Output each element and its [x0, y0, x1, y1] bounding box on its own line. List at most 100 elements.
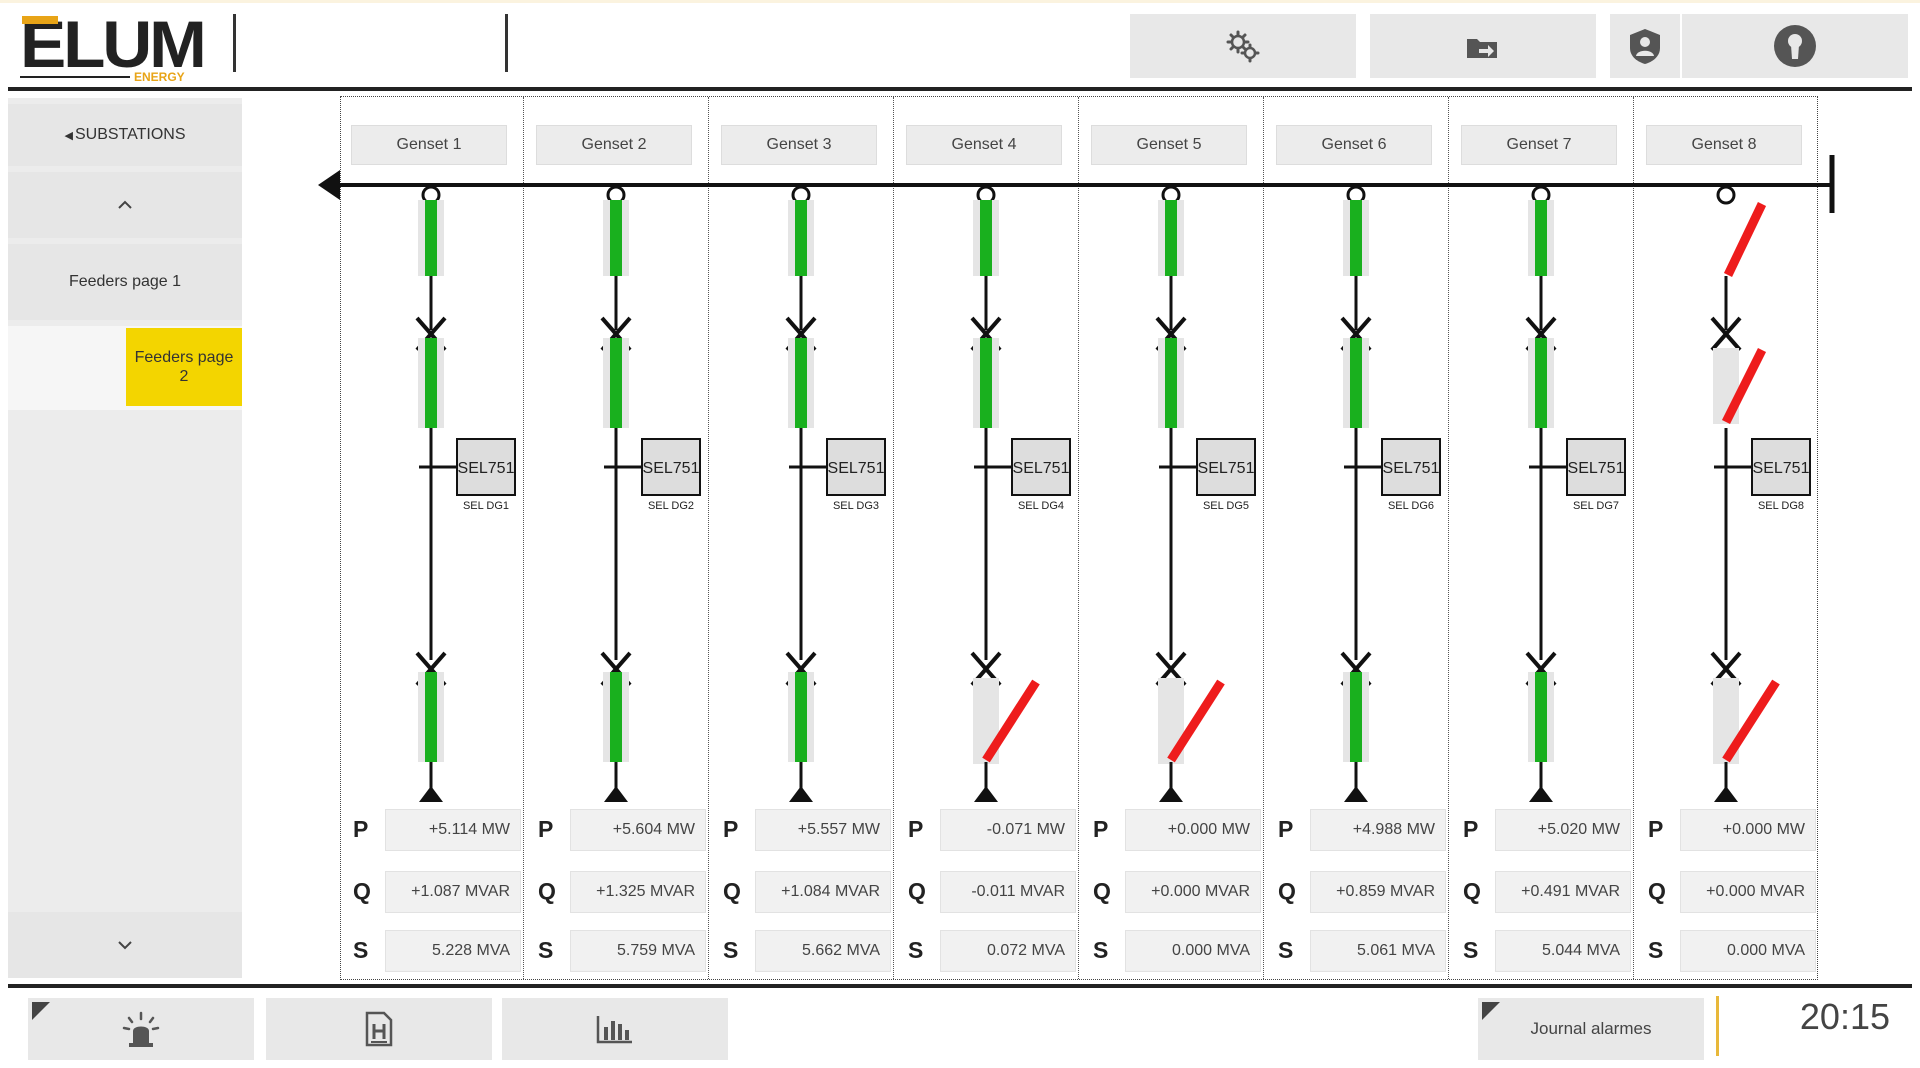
- elum-logo: ELUM ENERGY: [20, 8, 207, 84]
- breaker-closed: [795, 338, 807, 428]
- journal-alarms-button[interactable]: Journal alarmes: [1478, 998, 1704, 1060]
- s-label: S: [1648, 937, 1664, 963]
- column-divider: [893, 97, 894, 979]
- terminal-arrow-icon: [1344, 786, 1368, 802]
- p-value: +0.000 MW: [1680, 809, 1816, 851]
- export-button[interactable]: [1370, 14, 1596, 78]
- footer-rule: [8, 984, 1912, 988]
- p-value: +5.114 MW: [385, 809, 521, 851]
- relay-label: SEL751: [643, 460, 700, 477]
- report-button[interactable]: [266, 998, 492, 1060]
- s-value: 0.000 MVA: [1125, 930, 1261, 972]
- breaker-closed: [1165, 338, 1177, 428]
- genset-6-button[interactable]: Genset 6: [1276, 125, 1432, 165]
- logo-underline: [20, 76, 130, 78]
- s-label: S: [1093, 937, 1109, 963]
- relay-label: SEL751: [1568, 460, 1625, 477]
- s-value: 5.228 MVA: [385, 930, 521, 972]
- relay-tag: SEL DG5: [1203, 500, 1249, 512]
- chevron-up-icon: [118, 200, 132, 209]
- genset-2-button[interactable]: Genset 2: [536, 125, 692, 165]
- p-label: P: [1463, 816, 1479, 842]
- breaker-closed: [795, 672, 807, 762]
- relay-tag: SEL DG1: [463, 500, 509, 512]
- s-label: S: [908, 937, 924, 963]
- column-divider: [1263, 97, 1264, 979]
- genset-3-button[interactable]: Genset 3: [721, 125, 877, 165]
- relay-label: SEL751: [828, 460, 885, 477]
- relay-box: [641, 438, 701, 496]
- switch-open: [1723, 202, 1767, 277]
- alarm-button[interactable]: [28, 998, 254, 1060]
- scroll-down-button[interactable]: [8, 912, 242, 978]
- settings-button[interactable]: [1130, 14, 1356, 78]
- breaker-open: [1721, 347, 1767, 425]
- substations-label: SUBSTATIONS: [74, 126, 186, 143]
- q-value: +1.087 MVAR: [385, 871, 521, 913]
- genset-7-button[interactable]: Genset 7: [1461, 125, 1617, 165]
- scroll-up-button[interactable]: [8, 172, 242, 238]
- single-line-diagram: Genset 1 Genset 2 Genset 3 Genset 4 Gens…: [340, 96, 1818, 980]
- genset-5-button[interactable]: Genset 5: [1091, 125, 1247, 165]
- corner-marker: [32, 1002, 50, 1020]
- user-shield-icon: [1630, 29, 1660, 64]
- p-value: +5.020 MW: [1495, 809, 1631, 851]
- caret-left-icon: ◀: [64, 129, 73, 142]
- s-label: S: [353, 937, 369, 963]
- genset-8-button[interactable]: Genset 8: [1646, 125, 1802, 165]
- p-label: P: [1278, 816, 1294, 842]
- substations-back-button[interactable]: ◀ SUBSTATIONS: [8, 104, 242, 166]
- breaker-closed: [425, 672, 437, 762]
- breaker-closed: [1350, 672, 1362, 762]
- relay-box: [456, 438, 516, 496]
- p-value: +0.000 MW: [1125, 809, 1261, 851]
- terminal-arrow-icon: [419, 786, 443, 802]
- terminal-arrow-icon: [1714, 786, 1738, 802]
- account-button[interactable]: [1682, 14, 1908, 78]
- relay-box: [826, 438, 886, 496]
- breaker-closed: [1535, 672, 1547, 762]
- breaker-open: [982, 679, 1040, 763]
- relay-tag: SEL DG3: [833, 500, 879, 512]
- genset-4-button[interactable]: Genset 4: [906, 125, 1062, 165]
- q-value: +0.491 MVAR: [1495, 871, 1631, 913]
- q-label: Q: [1648, 878, 1666, 904]
- journal-alarms-label: Journal alarmes: [1530, 1019, 1652, 1038]
- column-divider: [1078, 97, 1079, 979]
- top-bar: ELUM ENERGY: [0, 0, 1920, 92]
- breaker-closed: [1535, 338, 1547, 428]
- disconnector-icon: [1716, 185, 1736, 205]
- user-button[interactable]: [1610, 14, 1680, 78]
- genset-1-button[interactable]: Genset 1: [351, 125, 507, 165]
- header-rule: [8, 87, 1912, 91]
- relay-tag: SEL DG8: [1758, 500, 1804, 512]
- p-value: -0.071 MW: [940, 809, 1076, 851]
- footer-separator: [1716, 996, 1719, 1056]
- folder-export-icon: [1467, 39, 1497, 58]
- q-value: +1.325 MVAR: [570, 871, 706, 913]
- q-value: +0.859 MVAR: [1310, 871, 1446, 913]
- keyhole-icon: [1774, 25, 1816, 67]
- relay-label: SEL751: [458, 460, 515, 477]
- sidebar-item-feeders-page-1[interactable]: Feeders page 1: [8, 244, 242, 320]
- sidebar-item-feeders-page-2[interactable]: Feeders page 2: [126, 328, 242, 406]
- relay-label: SEL751: [1198, 460, 1255, 477]
- q-value: -0.011 MVAR: [940, 871, 1076, 913]
- trends-button[interactable]: [502, 998, 728, 1060]
- relay-box: [1196, 438, 1256, 496]
- p-value: +5.604 MW: [570, 809, 706, 851]
- s-value: 5.044 MVA: [1495, 930, 1631, 972]
- column-divider: [523, 97, 524, 979]
- q-value: +0.000 MVAR: [1680, 871, 1816, 913]
- switch-closed: [610, 200, 622, 276]
- breaker-closed: [425, 338, 437, 428]
- breaker-closed: [980, 338, 992, 428]
